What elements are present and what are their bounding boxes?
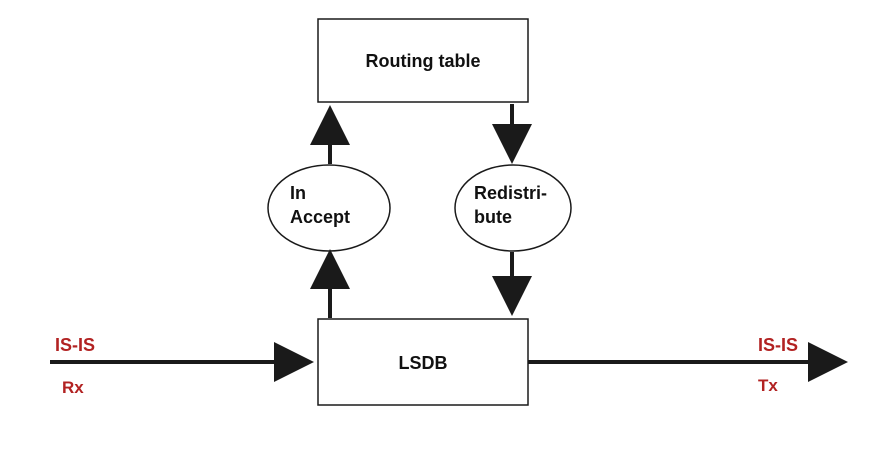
- routing-table-box: [317, 18, 529, 103]
- rx-protocol-label: IS-IS: [55, 335, 95, 355]
- redistribute-node: Redistri- bute: [454, 164, 572, 252]
- routing-table-node: Routing table: [317, 18, 529, 103]
- in-accept-label-line1: In: [290, 183, 306, 203]
- tx-protocol-label: IS-IS: [758, 335, 798, 355]
- routing-table-label: Routing table: [366, 51, 481, 71]
- redistribute-ellipse: [454, 164, 572, 252]
- rx-label: Rx: [62, 378, 84, 397]
- lsdb-label: LSDB: [399, 353, 448, 373]
- lsdb-box: [317, 318, 529, 406]
- in-accept-label-line2: Accept: [290, 207, 350, 227]
- lsdb-node: LSDB: [317, 318, 529, 406]
- tx-label: Tx: [758, 376, 778, 395]
- in-accept-node: In Accept: [267, 164, 391, 252]
- redistribute-label-line2: bute: [474, 207, 512, 227]
- redistribute-label-line1: Redistri-: [474, 183, 547, 203]
